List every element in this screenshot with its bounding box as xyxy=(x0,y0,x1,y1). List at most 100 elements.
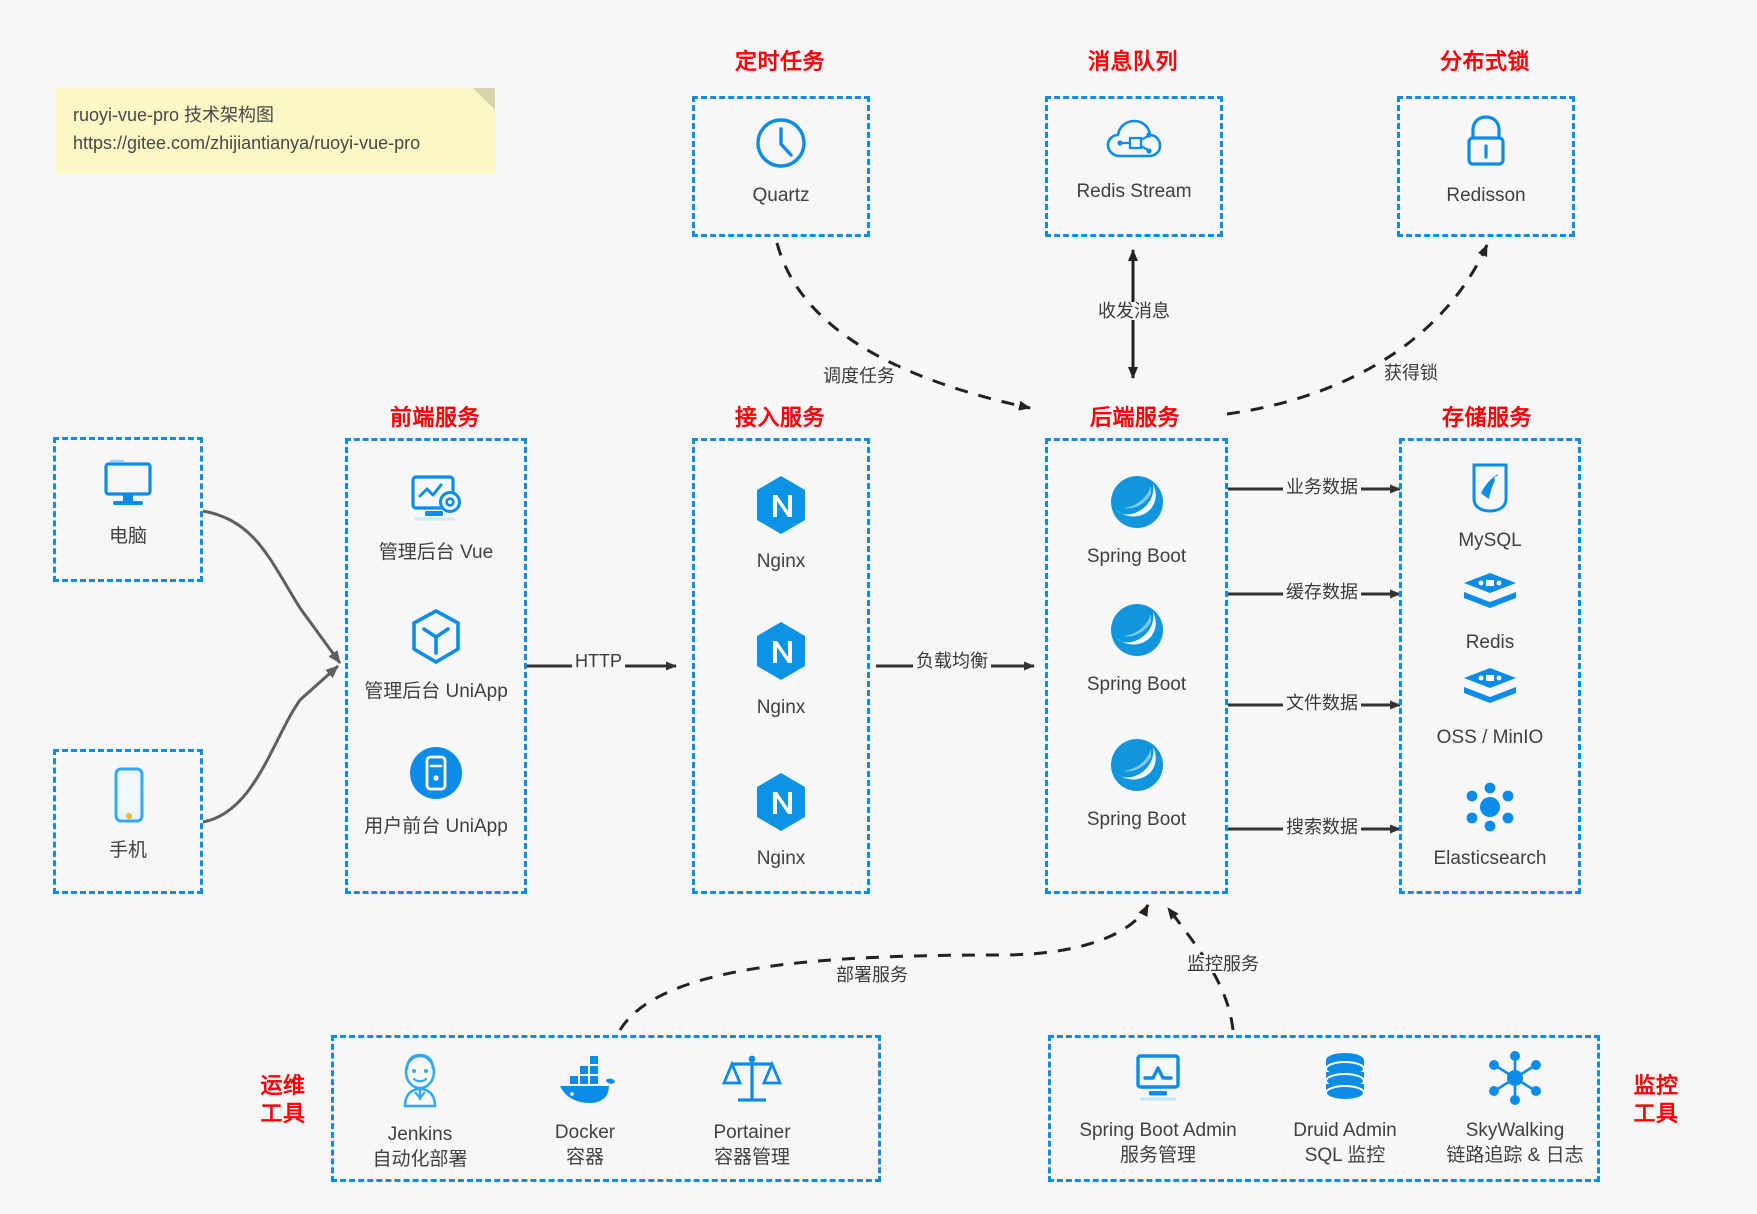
skywalking-icon xyxy=(1486,1050,1544,1111)
monitor-chart-icon xyxy=(1128,1052,1188,1111)
node-label: OSS / MinIO xyxy=(1436,727,1544,748)
note-fold-corner xyxy=(473,88,495,110)
node-label: Spring Boot Admin xyxy=(1079,1120,1237,1141)
node-label: SkyWalking xyxy=(1465,1120,1565,1141)
node-frontend-vue[interactable]: 管理后台 Vue xyxy=(345,472,527,566)
node-label: 电脑 xyxy=(108,526,147,547)
node-portainer[interactable]: Portainer 容器管理 xyxy=(667,1050,837,1170)
nginx-icon xyxy=(752,473,810,542)
group-header-distributed-lock: 分布式锁 xyxy=(1439,49,1530,74)
edge-label-file-data: 文件数据 xyxy=(1283,694,1361,712)
node-redis-stream[interactable]: Redis Stream xyxy=(1045,115,1223,205)
node-label: Elasticsearch xyxy=(1433,848,1547,869)
group-box-frontend xyxy=(345,438,527,894)
node-sublabel: 链路追踪 & 日志 xyxy=(1446,1144,1584,1166)
edge-label-monitor-service: 监控服务 xyxy=(1184,955,1262,973)
group-header-devops-line2: 工具 xyxy=(260,1101,306,1127)
node-phone[interactable]: 手机 xyxy=(53,766,203,864)
group-box-storage xyxy=(1399,438,1581,894)
node-label: Nginx xyxy=(756,697,806,718)
spring-leaf-icon xyxy=(1107,600,1167,665)
node-redisson[interactable]: Redisson xyxy=(1397,113,1575,209)
node-nginx-3[interactable]: Nginx xyxy=(692,770,870,872)
node-label: 管理后台 Vue xyxy=(378,542,494,563)
edge-label-load-balance: 负载均衡 xyxy=(913,652,991,670)
group-box-message-queue xyxy=(1045,96,1223,237)
cube-icon xyxy=(407,607,465,672)
node-label: Jenkins xyxy=(387,1124,453,1145)
node-label: Redis Stream xyxy=(1076,181,1192,202)
node-frontend-uniapp-user[interactable]: 用户前台 UniApp xyxy=(345,744,527,840)
nginx-icon xyxy=(752,770,810,839)
node-sublabel: 容器 xyxy=(565,1146,604,1168)
node-label: Redisson xyxy=(1446,185,1526,206)
group-header-devops: 运维 工具 xyxy=(248,1072,318,1128)
nginx-icon xyxy=(752,619,810,688)
group-box-distributed-lock xyxy=(1397,96,1575,237)
group-header-monitor-line2: 工具 xyxy=(1633,1101,1679,1127)
clock-icon xyxy=(753,115,809,176)
database-icon xyxy=(1317,1050,1373,1111)
group-header-monitor: 监控 工具 xyxy=(1620,1072,1692,1128)
node-label: Quartz xyxy=(752,185,810,206)
node-skywalking[interactable]: SkyWalking 链路追踪 & 日志 xyxy=(1420,1050,1610,1168)
wire-quartz-to-backend xyxy=(775,242,1031,411)
node-quartz[interactable]: Quartz xyxy=(692,115,870,209)
group-box-monitor xyxy=(1048,1035,1600,1182)
desktop-icon xyxy=(99,458,157,517)
group-header-storage: 存储服务 xyxy=(1441,405,1532,430)
group-header-gateway: 接入服务 xyxy=(734,405,825,430)
node-label: 用户前台 UniApp xyxy=(364,816,508,837)
group-header-message-queue: 消息队列 xyxy=(1087,49,1178,74)
docker-whale-icon xyxy=(553,1052,617,1113)
node-label: Druid Admin xyxy=(1293,1120,1397,1141)
note-line-title: ruoyi-vue-pro 技术架构图 xyxy=(73,105,275,125)
group-box-scheduled-tasks xyxy=(692,96,870,237)
wire-phone-to-frontend xyxy=(202,664,340,824)
node-sublabel: 服务管理 xyxy=(1119,1144,1196,1166)
group-box-phone xyxy=(53,749,203,894)
node-spring-boot-3[interactable]: Spring Boot xyxy=(1045,735,1228,833)
node-label: 手机 xyxy=(108,840,147,861)
node-label: Nginx xyxy=(756,848,806,869)
node-docker[interactable]: Docker 容器 xyxy=(505,1052,665,1170)
node-nginx-1[interactable]: Nginx xyxy=(692,473,870,575)
node-spring-boot-2[interactable]: Spring Boot xyxy=(1045,600,1228,698)
edge-label-cache-data: 缓存数据 xyxy=(1283,583,1361,601)
node-frontend-uniapp-admin[interactable]: 管理后台 UniApp xyxy=(345,607,527,705)
app-circle-icon xyxy=(407,744,465,807)
node-label: Portainer xyxy=(713,1122,791,1143)
node-spring-boot-1[interactable]: Spring Boot xyxy=(1045,472,1228,570)
wire-backend-to-lock xyxy=(1226,244,1489,416)
node-sublabel: 容器管理 xyxy=(713,1146,790,1168)
node-label: Spring Boot xyxy=(1086,546,1187,567)
group-box-devops xyxy=(331,1035,881,1182)
node-label: 管理后台 UniApp xyxy=(364,681,508,702)
mobile-icon xyxy=(106,766,150,831)
node-mysql[interactable]: MySQL xyxy=(1399,460,1581,554)
node-redis[interactable]: Redis xyxy=(1399,570,1581,656)
lock-icon xyxy=(1460,113,1512,176)
wire-computer-to-frontend xyxy=(202,509,342,664)
node-nginx-2[interactable]: Nginx xyxy=(692,619,870,721)
node-elasticsearch[interactable]: Elasticsearch xyxy=(1399,780,1581,872)
group-box-computer xyxy=(53,437,203,582)
node-sublabel: 自动化部署 xyxy=(372,1148,468,1170)
edge-label-acquire-lock: 获得锁 xyxy=(1381,364,1441,382)
node-spring-boot-admin[interactable]: Spring Boot Admin 服务管理 xyxy=(1058,1052,1258,1168)
group-header-scheduled-tasks: 定时任务 xyxy=(734,49,825,74)
node-druid-admin[interactable]: Druid Admin SQL 监控 xyxy=(1265,1050,1425,1168)
edge-label-business-data: 业务数据 xyxy=(1283,478,1361,496)
edge-label-search-data: 搜索数据 xyxy=(1283,818,1361,836)
group-header-monitor-line1: 监控 xyxy=(1633,1073,1679,1098)
node-oss-minio[interactable]: OSS / MinIO xyxy=(1399,665,1581,751)
cloud-network-icon xyxy=(1104,115,1164,172)
node-jenkins[interactable]: Jenkins 自动化部署 xyxy=(340,1052,500,1172)
node-label: Nginx xyxy=(756,551,806,572)
group-header-frontend: 前端服务 xyxy=(389,405,480,430)
redis-stack-icon xyxy=(1461,570,1519,623)
node-label: Spring Boot xyxy=(1086,674,1187,695)
portainer-scale-icon xyxy=(721,1050,783,1113)
node-computer[interactable]: 电脑 xyxy=(53,458,203,550)
